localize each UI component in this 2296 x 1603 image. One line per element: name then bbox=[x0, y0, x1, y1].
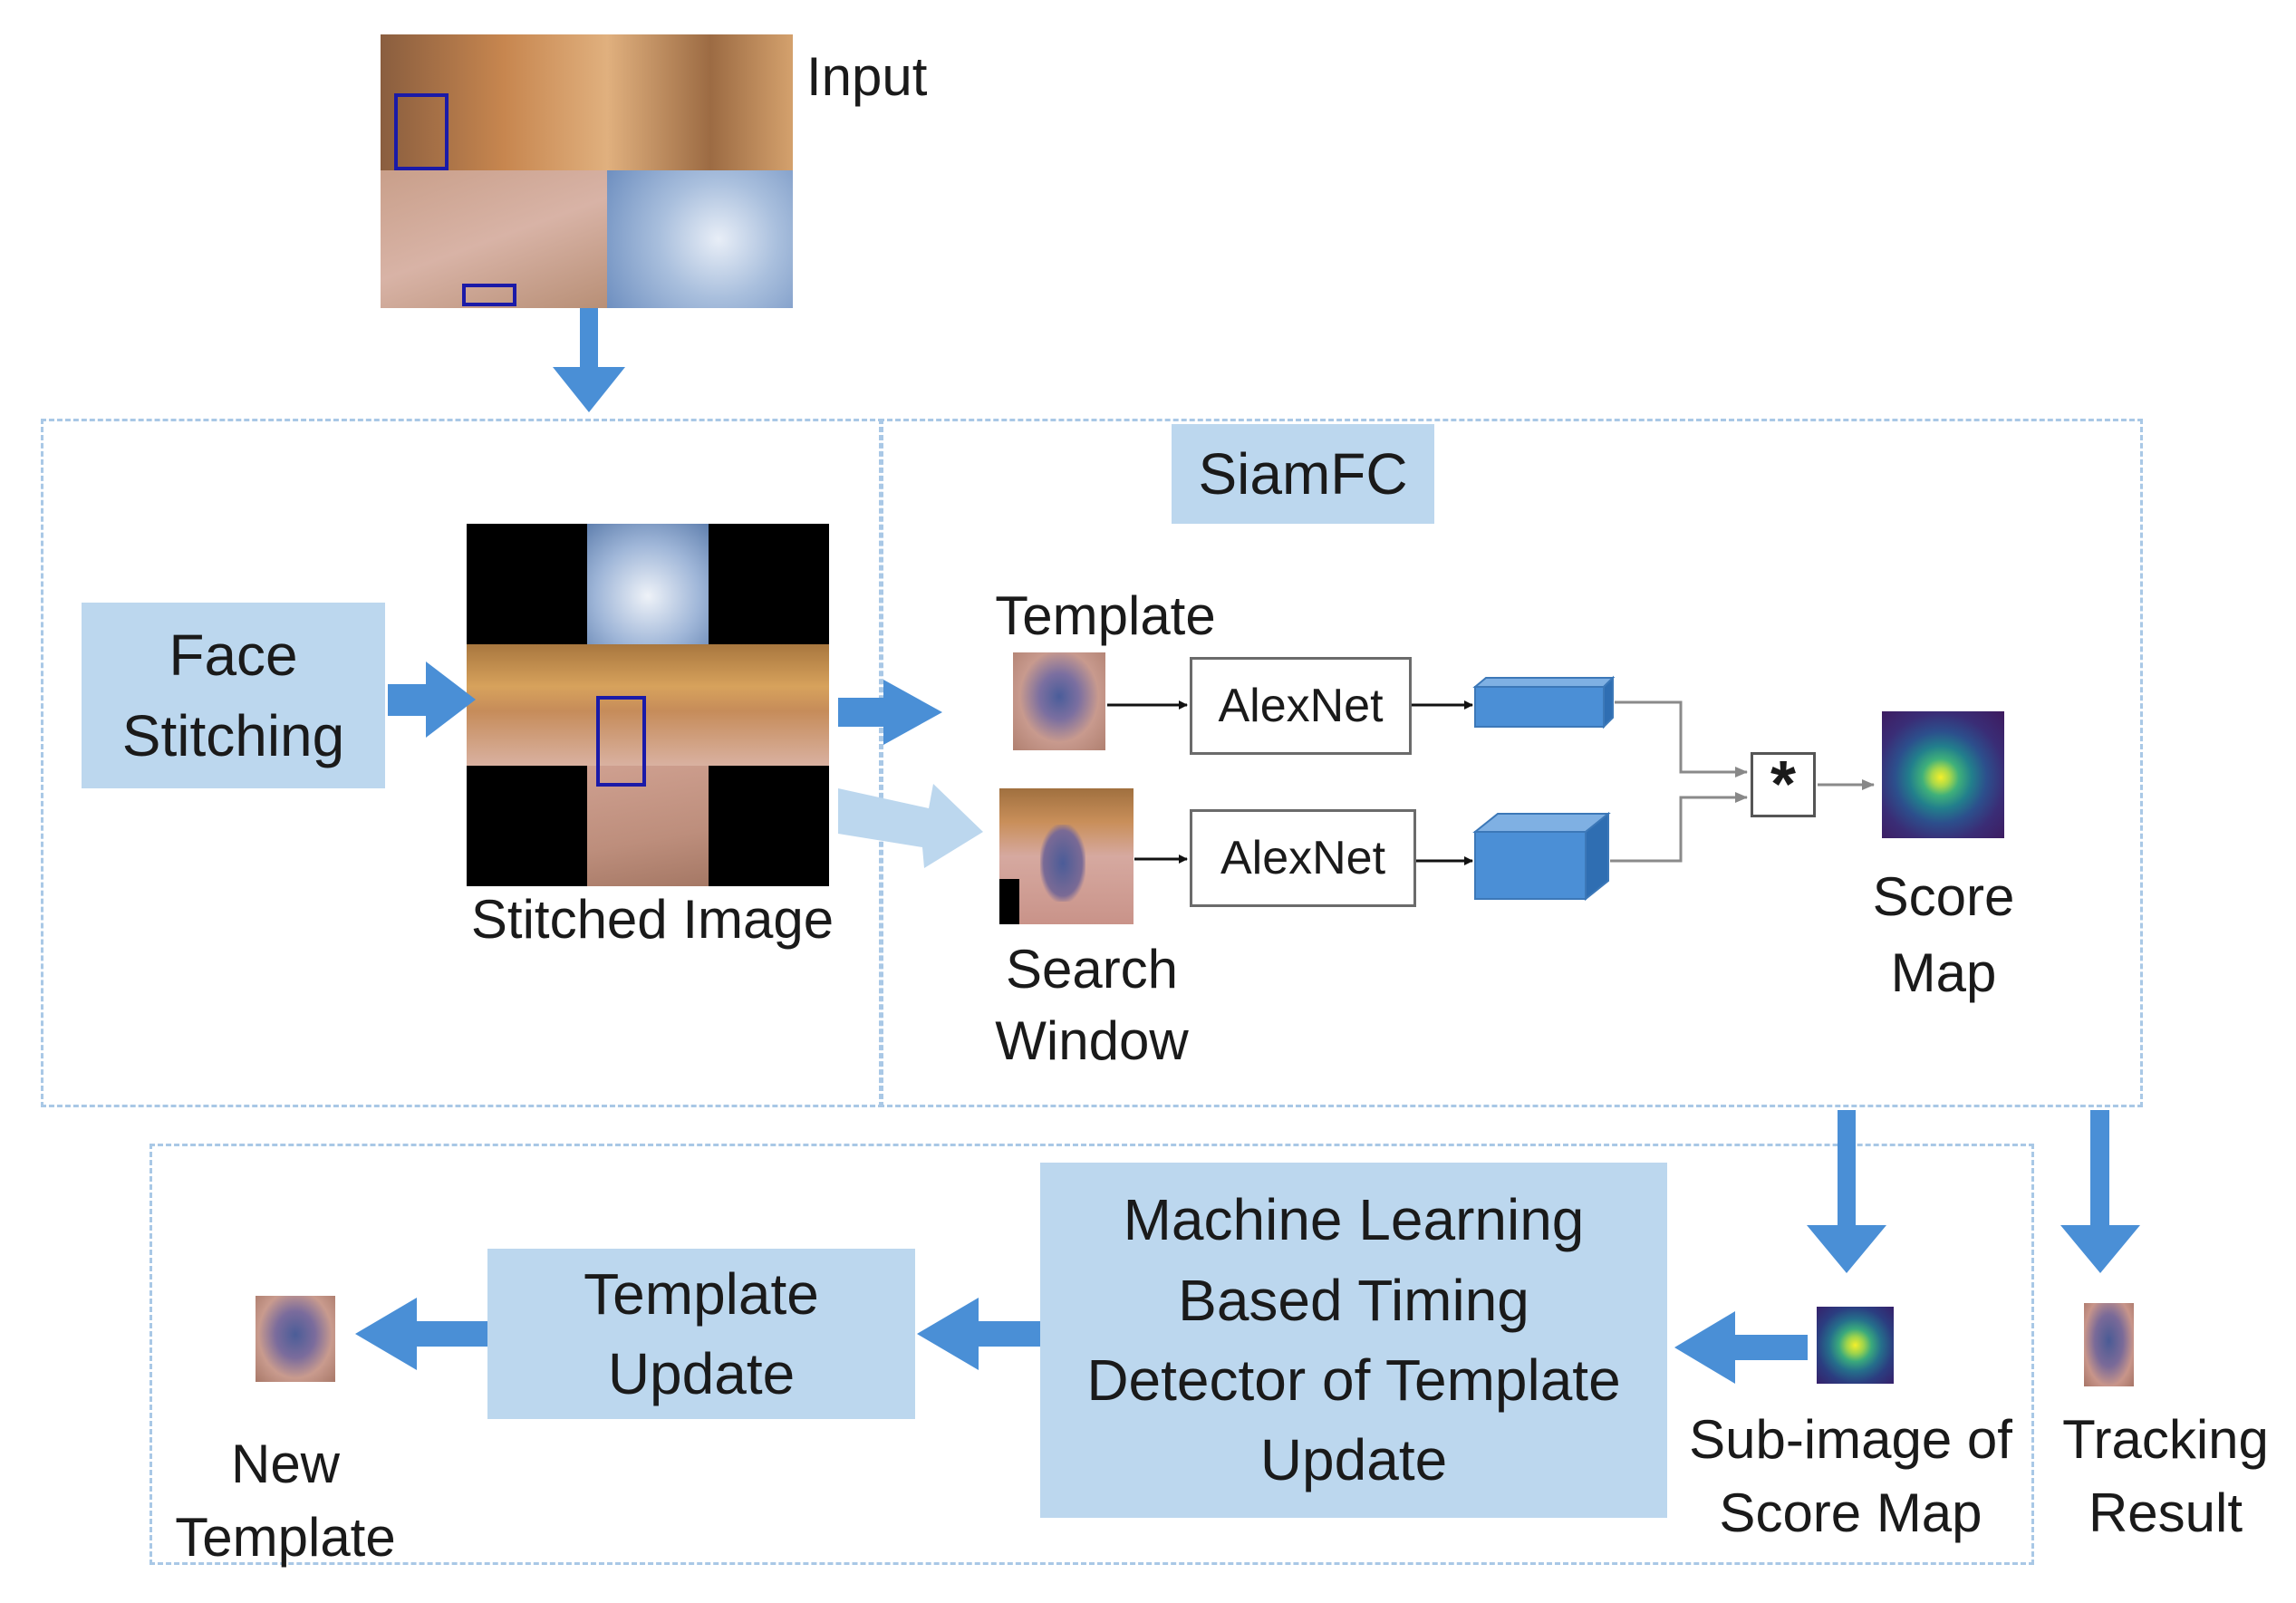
siamfc-title-box: SiamFC bbox=[1172, 424, 1434, 524]
arrow-down-tracking bbox=[2060, 1110, 2140, 1273]
feature-block-search bbox=[1472, 811, 1611, 902]
tracking-result-label: Tracking Result bbox=[2062, 1409, 2269, 1543]
stitching-region bbox=[41, 419, 883, 1107]
template-image bbox=[1013, 652, 1105, 750]
new-template-label: New Template bbox=[175, 1434, 396, 1568]
tracking-result-image bbox=[2084, 1303, 2134, 1386]
score-map-image bbox=[1882, 711, 2004, 838]
stitched-image-label: Stitched Image bbox=[470, 889, 834, 950]
cross-correlation-box: * bbox=[1751, 748, 1816, 821]
new-template-image bbox=[256, 1296, 335, 1382]
arrow-update-left bbox=[355, 1298, 487, 1370]
update-region bbox=[150, 1144, 2034, 1565]
sub-image-label: Sub-image of Score Map bbox=[1689, 1409, 2012, 1543]
template-update-box: Template Update bbox=[487, 1249, 915, 1419]
template-label: Template bbox=[995, 585, 1216, 646]
arrow-to-search-window bbox=[838, 784, 983, 868]
connector-bottom bbox=[1610, 792, 1748, 863]
score-map-label: Score Map bbox=[1872, 866, 2015, 1003]
connector-top bbox=[1615, 700, 1748, 777]
stitched-image bbox=[467, 524, 829, 886]
siamfc-region bbox=[879, 419, 2143, 1107]
blue-arrows bbox=[355, 308, 2140, 1384]
feature-block-template bbox=[1472, 675, 1616, 729]
search-window-label: Search Window bbox=[995, 939, 1189, 1072]
alexnet-search-box: AlexNet bbox=[1190, 809, 1416, 907]
face-stitching-box: Face Stitching bbox=[82, 603, 385, 788]
arrow-stitching-right bbox=[388, 661, 476, 738]
arrow-subimage-left bbox=[1674, 1311, 1808, 1384]
alexnet-template-box: AlexNet bbox=[1190, 657, 1412, 755]
ml-detector-box: Machine Learning Based Timing Detector o… bbox=[1040, 1163, 1667, 1518]
search-window-image bbox=[999, 788, 1134, 924]
sub-image-score-map bbox=[1817, 1307, 1894, 1384]
arrow-to-template bbox=[838, 680, 942, 745]
input-image bbox=[381, 34, 793, 308]
arrow-down-subimage bbox=[1807, 1110, 1886, 1273]
arrow-ml-left bbox=[917, 1298, 1040, 1370]
arrow-input-down bbox=[553, 308, 625, 412]
input-label: Input bbox=[806, 46, 928, 107]
